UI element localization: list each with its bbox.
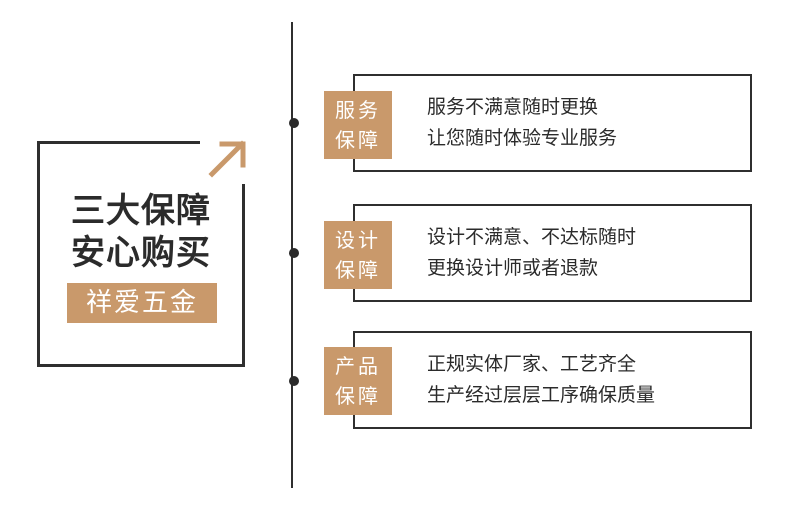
timeline-dot — [289, 248, 299, 258]
desc-line: 服务不满意随时更换 — [427, 96, 599, 118]
guarantee-card-product — [353, 331, 752, 429]
desc-line: 正规实体厂家、工艺齐全 — [427, 353, 637, 375]
guarantee-desc-service: 服务不满意随时更换 让您随时体验专业服务 — [427, 92, 617, 154]
timeline-dot — [289, 118, 299, 128]
guarantee-card-design — [353, 204, 752, 302]
badge-line: 设计 — [335, 228, 381, 252]
headline-line-1: 三大保障 — [71, 191, 211, 231]
desc-line: 更换设计师或者退款 — [427, 257, 599, 279]
guarantee-badge-product: 产品 保障 — [324, 347, 392, 415]
badge-line: 保障 — [335, 384, 381, 408]
badge-line: 保障 — [335, 258, 381, 282]
headline-line-2: 安心购买 — [71, 233, 211, 273]
guarantee-badge-service: 服务 保障 — [324, 91, 392, 159]
badge-line: 服务 — [335, 98, 381, 122]
desc-line: 设计不满意、不达标随时 — [427, 226, 637, 248]
arrow-up-right-icon — [208, 140, 246, 178]
badge-line: 产品 — [335, 354, 381, 378]
guarantee-badge-design: 设计 保障 — [324, 221, 392, 289]
timeline-dot — [289, 376, 299, 386]
guarantee-card-service — [353, 74, 752, 172]
badge-line: 保障 — [335, 128, 381, 152]
guarantee-desc-product: 正规实体厂家、工艺齐全 生产经过层层工序确保质量 — [427, 349, 655, 411]
desc-line: 生产经过层层工序确保质量 — [427, 384, 656, 406]
brand-tag: 祥爱五金 — [67, 283, 217, 323]
desc-line: 让您随时体验专业服务 — [427, 127, 618, 149]
guarantee-desc-design: 设计不满意、不达标随时 更换设计师或者退款 — [427, 222, 636, 284]
